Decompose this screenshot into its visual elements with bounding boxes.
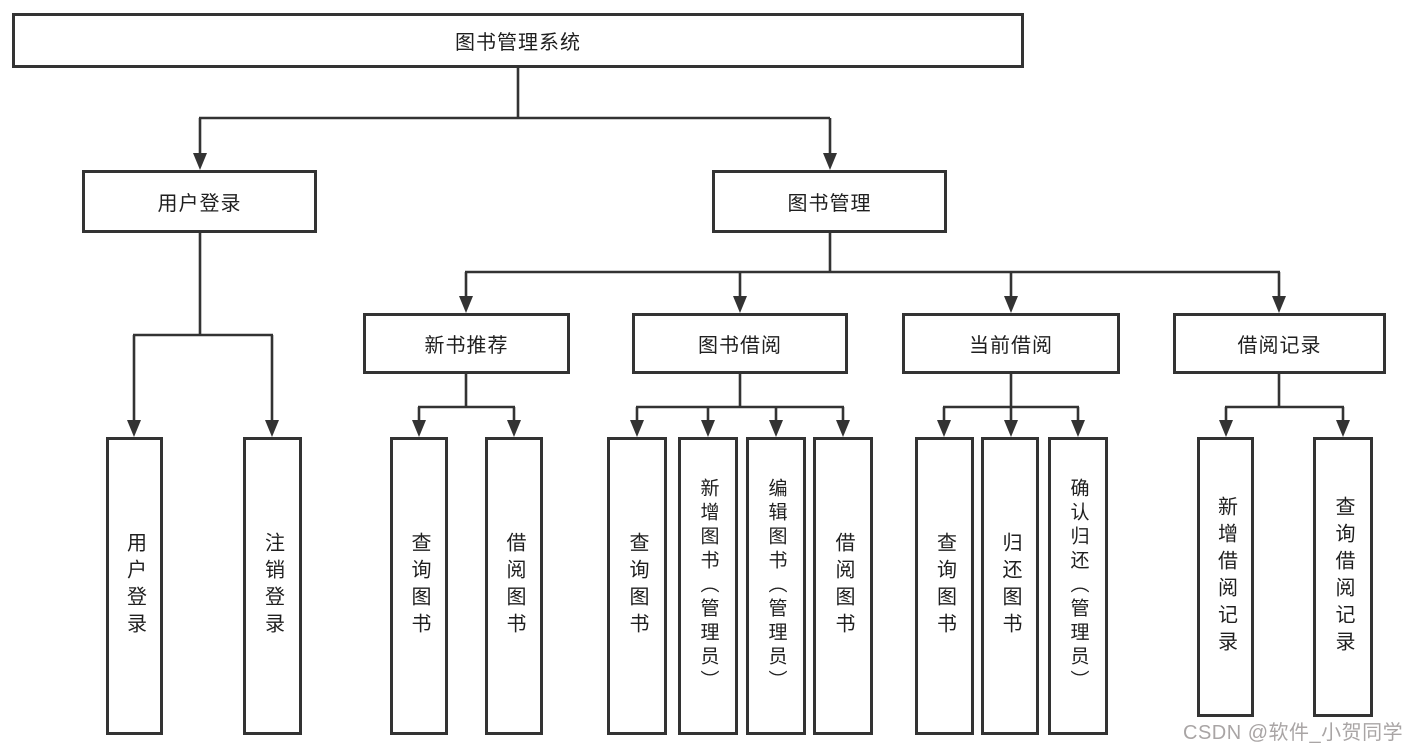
node-label: 新增借阅记录 (1214, 496, 1237, 658)
leaf-borrow-books-recommend: 借阅图书 (485, 437, 543, 735)
node-label: 查询图书 (933, 532, 956, 640)
leaf-add-books-admin: 新增图书（管理员） (678, 437, 738, 735)
node-label: 图书管理系统 (455, 32, 581, 54)
leaf-query-borrow-record: 查询借阅记录 (1313, 437, 1373, 717)
node-label: 归还图书 (999, 532, 1021, 640)
node-label: 用户登录 (157, 193, 242, 215)
node-label: 确认归还（管理员） (1067, 478, 1089, 694)
leaf-add-borrow-record: 新增借阅记录 (1197, 437, 1254, 717)
watermark: CSDN @软件_小贺同学 (1183, 722, 1404, 744)
leaf-query-books-recommend: 查询图书 (390, 437, 448, 735)
node-book-borrowing: 图书借阅 (632, 313, 848, 374)
node-borrowing-records: 借阅记录 (1173, 313, 1386, 374)
leaf-user-login: 用户登录 (106, 437, 163, 735)
node-current-borrowing: 当前借阅 (902, 313, 1120, 374)
node-label: 图书借阅 (698, 335, 782, 357)
node-label: 新书推荐 (424, 335, 509, 357)
node-label: 借阅记录 (1237, 335, 1322, 357)
node-label: 查询图书 (408, 532, 430, 640)
leaf-logout: 注销登录 (243, 437, 302, 735)
node-label: 查询图书 (626, 532, 648, 640)
node-label: 用户登录 (123, 532, 146, 640)
node-new-book-recommendation: 新书推荐 (363, 313, 570, 374)
node-label: 编辑图书（管理员） (765, 478, 787, 694)
arrowheads (127, 153, 1350, 437)
node-label: 注销登录 (261, 532, 284, 640)
node-library-management-system: 图书管理系统 (12, 13, 1024, 68)
node-label: 图书管理 (787, 193, 872, 215)
node-label: 借阅图书 (832, 532, 854, 640)
node-book-management: 图书管理 (712, 170, 947, 233)
leaf-query-books-borrow: 查询图书 (607, 437, 667, 735)
node-label: 借阅图书 (503, 532, 525, 640)
leaf-edit-books-admin: 编辑图书（管理员） (746, 437, 806, 735)
leaf-return-books: 归还图书 (981, 437, 1039, 735)
leaf-query-books-current: 查询图书 (915, 437, 974, 735)
node-user-login: 用户登录 (82, 170, 317, 233)
node-label: 当前借阅 (969, 335, 1053, 357)
leaf-confirm-return-admin: 确认归还（管理员） (1048, 437, 1108, 735)
leaf-borrow-books-borrow: 借阅图书 (813, 437, 873, 735)
node-label: 新增图书（管理员） (697, 478, 719, 694)
node-label: 查询借阅记录 (1332, 496, 1354, 658)
